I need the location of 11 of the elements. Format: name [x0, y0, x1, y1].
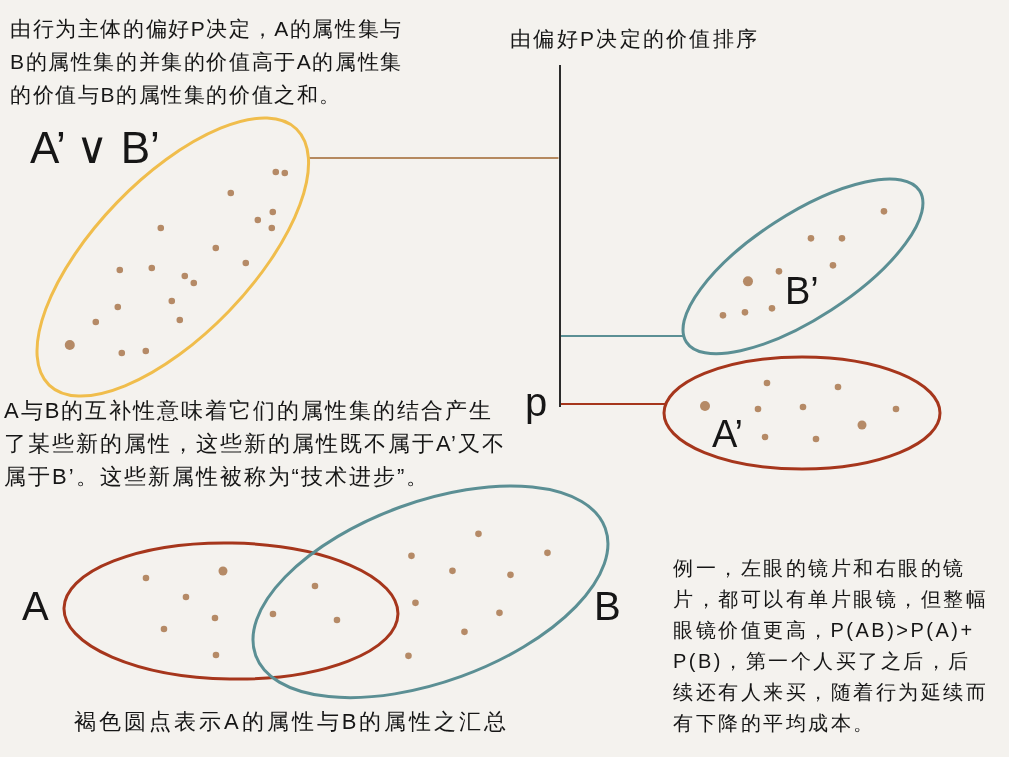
note-text: 由行为主体的偏好P决定，A的属性集与B的属性集的并集的价值高于A的属性集的价值与B的属性集的价值之和。: [10, 16, 404, 108]
connector-line: [560, 403, 667, 405]
axis-origin-label: p: [525, 380, 548, 424]
connector-line: [307, 157, 560, 159]
connector-line: [560, 335, 685, 337]
axis-title: 由偏好P决定的价值排序: [510, 27, 760, 51]
caption-text: 褐色圆点表示A的属性与B的属性之汇总: [74, 708, 511, 736]
set-label: A: [22, 584, 49, 628]
axis-line: [558, 65, 561, 407]
note-text: A与B的互补性意味着它们的属性集的结合产生了某些新的属性，这些新的属性既不属于A’又不属于B’。这些新属性被称为“技术进步”。: [4, 397, 507, 491]
note-text: 例一，左眼的镜片和右眼的镜片，都可以有单片眼镜，但整幅眼镜价值更高，P(AB)>P(A)+P(B)，第一个人买了之后，后续还有人来买，随着行为延续而有下降的平均成本。: [673, 556, 989, 736]
